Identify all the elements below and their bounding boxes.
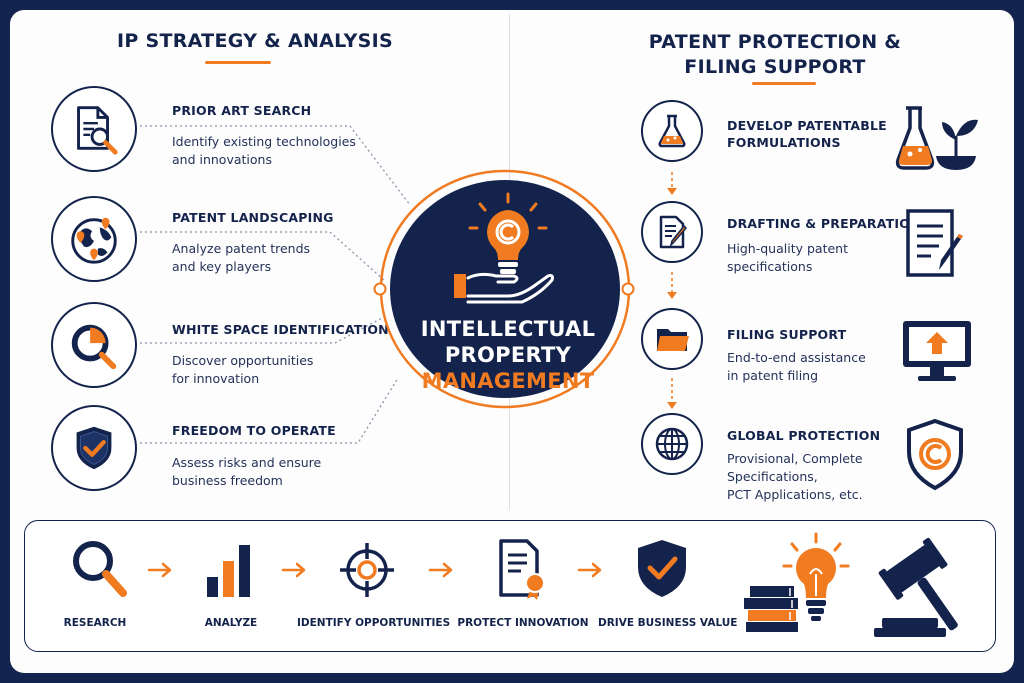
flask-icon	[658, 114, 686, 148]
connector-prior-art	[140, 125, 411, 206]
target-icon	[340, 543, 394, 597]
shield-copyright-icon	[907, 418, 963, 491]
step-research-icon-wrap	[64, 537, 134, 599]
filing-desc: End-to-end assistance in patent filing	[727, 349, 897, 385]
connector-white-space	[140, 317, 383, 344]
landscaping-heading: PATENT LANDSCAPING	[172, 210, 334, 225]
formulations-ring	[641, 100, 703, 162]
flask-plant-icon	[895, 106, 978, 170]
desc-line: Discover opportunities	[172, 353, 314, 368]
center-line-1: INTELLECTUAL	[420, 317, 596, 341]
desc-line: High-quality patent	[727, 241, 848, 256]
landscaping-ring	[51, 196, 137, 282]
prior-art-heading: PRIOR ART SEARCH	[172, 103, 312, 118]
lightbulb-icon	[782, 532, 850, 621]
step-arrow-3	[428, 562, 453, 578]
global-desc: Provisional, Complete Specifications, PC…	[727, 450, 897, 504]
global-heading: GLOBAL PROTECTION	[727, 428, 881, 443]
drafting-desc: High-quality patent specifications	[727, 240, 897, 276]
desc-line: in patent filing	[727, 368, 819, 383]
desc-line: and key players	[172, 259, 272, 274]
step-identify-icon-wrap	[332, 537, 402, 599]
left-title: IP STRATEGY & ANALYSIS	[116, 30, 394, 52]
right-title-underline	[752, 82, 816, 85]
drafting-ring	[641, 201, 703, 263]
step-identify-label: IDENTIFY OPPORTUNITIES	[297, 617, 451, 629]
globe-pins-icon	[71, 217, 117, 264]
white-space-desc: Discover opportunities for innovation	[172, 352, 372, 388]
desc-line: Assess risks and ensure	[172, 455, 322, 470]
step-protect-label: PROTECT INNOVATION	[457, 617, 589, 629]
document-pen-large-icon	[906, 209, 963, 277]
drafting-heading: DRAFTING & PREPARATION	[727, 216, 921, 231]
step-drive-icon-wrap	[627, 537, 697, 599]
formulations-heading: DEVELOP PATENTABLE FORMULATIONS	[727, 117, 887, 151]
pie-magnifier-icon	[71, 324, 117, 370]
shield-check-icon	[638, 540, 686, 597]
desc-line: Analyze patent trends	[172, 241, 311, 256]
left-title-underline	[205, 61, 271, 64]
center-line-3: MANAGEMENT	[421, 369, 595, 393]
landscaping-desc: Analyze patent trends and key players	[172, 240, 372, 276]
monitor-upload-icon	[903, 321, 971, 381]
white-space-heading: WHITE SPACE IDENTIFICATION	[172, 322, 389, 337]
heading-line: DEVELOP PATENTABLE	[727, 118, 887, 133]
filing-heading: FILING SUPPORT	[727, 327, 847, 342]
white-space-ring	[51, 302, 137, 388]
desc-line: End-to-end assistance	[727, 350, 866, 365]
step-protect-icon-wrap	[488, 537, 558, 601]
fto-heading: FREEDOM TO OPERATE	[172, 423, 336, 438]
right-title: PATENT PROTECTION & FILING SUPPORT	[575, 30, 975, 80]
global-ring	[641, 413, 703, 475]
folder-icon	[657, 329, 689, 351]
bar-chart-icon	[207, 545, 250, 597]
books-icon	[744, 586, 798, 632]
magnifier-icon	[73, 541, 127, 597]
step-research-label: RESEARCH	[63, 617, 127, 629]
fto-desc: Assess risks and ensure business freedom	[172, 454, 372, 490]
lightbulb-copyright-hand-icon	[454, 192, 554, 304]
step-arrow-1	[147, 562, 172, 578]
desc-line: business freedom	[172, 473, 283, 488]
prior-art-desc: Identify existing technologies and innov…	[172, 133, 372, 169]
right-title-line: FILING SUPPORT	[684, 56, 866, 78]
step-arrow-4	[577, 562, 602, 578]
globe-grid-icon	[655, 427, 689, 461]
desc-line: PCT Applications, etc.	[727, 487, 863, 502]
step-analyze-icon-wrap	[196, 537, 266, 599]
center-emblem	[373, 169, 635, 409]
fto-ring	[51, 405, 137, 491]
connector-landscaping	[140, 231, 385, 281]
shield-check-icon	[76, 426, 112, 470]
center-line-2: PROPERTY	[444, 343, 572, 367]
step-drive-label: DRIVE BUSINESS VALUE	[598, 617, 738, 629]
step-arrow-2	[281, 562, 306, 578]
desc-line: Provisional, Complete	[727, 451, 863, 466]
gavel-icon	[874, 537, 958, 637]
step-analyze-label: ANALYZE	[204, 617, 258, 629]
document-search-icon	[77, 106, 118, 155]
document-pen-icon	[659, 215, 688, 249]
books-bulb-gavel-illustration	[744, 532, 958, 637]
desc-line: Identify existing technologies	[172, 134, 356, 149]
prior-art-ring	[51, 86, 137, 172]
right-title-line: PATENT PROTECTION &	[648, 31, 902, 53]
desc-line: Specifications,	[727, 469, 818, 484]
desc-line: specifications	[727, 259, 813, 274]
desc-line: and innovations	[172, 152, 272, 167]
certificate-icon	[499, 539, 545, 600]
heading-line: FORMULATIONS	[727, 135, 841, 150]
filing-ring	[641, 308, 703, 370]
desc-line: for innovation	[172, 371, 260, 386]
